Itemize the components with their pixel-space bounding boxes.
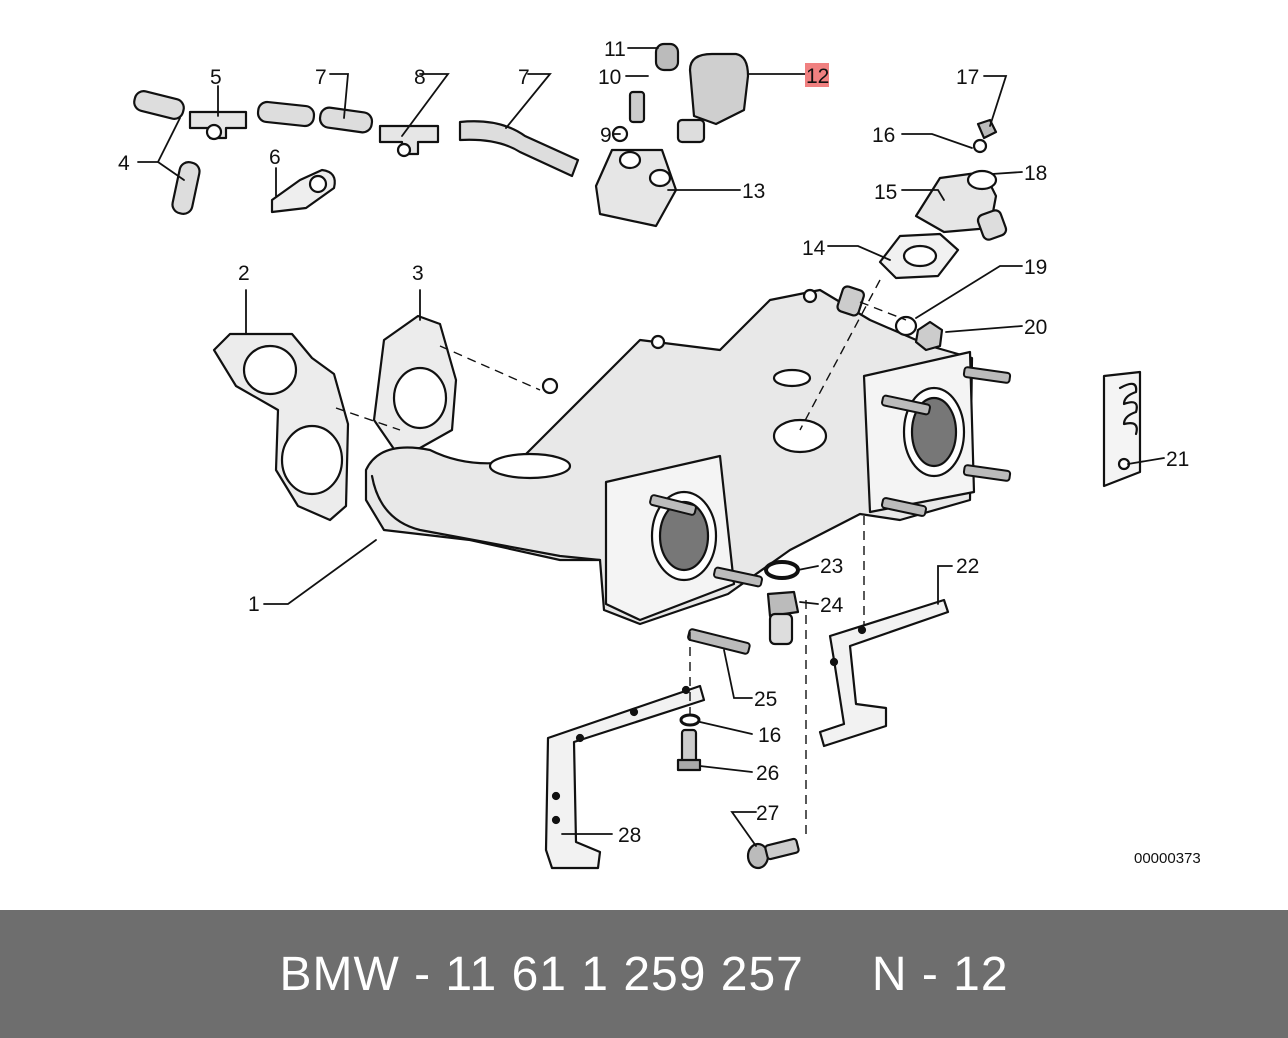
callout-25: 25 [754,688,777,711]
tee-connector-part-5 [188,110,248,141]
bolt-part-27 [746,837,800,870]
hose-part-4 [133,90,201,215]
part-number: BMW - 11 61 1 259 257 [279,947,804,1001]
fitting-part-24 [766,590,800,646]
intake-manifold-part-1 [364,285,976,626]
nut-part-20 [914,320,944,352]
clip-part-21 [1102,370,1142,488]
gasket-part-14 [878,232,960,280]
diagram-canvas: 1 2 3 4 5 6 7 7 8 9 10 11 12 13 14 15 16… [118,38,1201,870]
callout-22: 22 [956,555,979,578]
gasket-part-2 [212,332,350,522]
callout-14: 14 [802,237,826,260]
sensor-housing-part-15 [914,118,1008,241]
callout-11: 11 [604,38,626,61]
callout-13: 13 [742,180,765,203]
callout-20: 20 [1024,316,1047,339]
hose-part-7-right [458,120,580,178]
callout-21: 21 [1166,448,1189,471]
callout-9: 9 [600,124,612,147]
callout-10: 10 [598,66,621,89]
callout-16-lower: 16 [758,724,781,747]
callout-28: 28 [618,824,641,847]
callout-12-highlight [805,63,829,87]
callout-5: 5 [210,66,222,89]
hose-part-7-left [256,100,374,134]
callout-12: 12 [806,65,829,88]
gasket-part-3 [372,314,458,454]
callout-27: 27 [756,802,779,825]
studs-part-25 [649,366,1012,655]
bolt-part-26 [676,728,702,772]
diagram-position: N - 12 [871,947,1009,1001]
bracket-part-28 [544,684,706,870]
callout-19: 19 [1024,256,1047,279]
callout-17: 17 [956,66,979,89]
callout-3: 3 [412,262,424,285]
callout-16-upper: 16 [872,124,895,147]
figure-number: 00000373 [1134,850,1201,867]
callout-4: 4 [118,152,130,175]
seal-ring-part-23 [764,560,800,580]
callout-7-right: 7 [518,66,530,89]
callout-labels: 1 2 3 4 5 6 7 7 8 9 10 11 12 13 14 15 16… [118,38,1189,847]
callout-1: 1 [248,593,260,616]
callout-6: 6 [269,146,281,169]
callout-2: 2 [238,262,250,285]
callout-7-left: 7 [315,66,327,89]
callout-15: 15 [874,181,897,204]
callout-26: 26 [756,762,779,785]
callout-24: 24 [820,594,844,617]
callout-leader-lines [137,47,1165,847]
part-info-footer: BMW - 11 61 1 259 257 N - 12 [0,910,1288,1038]
callout-8: 8 [414,66,426,89]
callout-23: 23 [820,555,843,578]
bracket-part-22 [818,598,950,748]
callout-18: 18 [1024,162,1047,185]
washer-part-19 [894,315,918,337]
valve-assembly-part-13 [594,42,750,228]
washer-part-16-lower [679,713,701,727]
clip-part-6 [270,168,336,214]
tee-connector-part-8 [378,124,440,158]
exploded-parts-diagram: 1 2 3 4 5 6 7 7 8 9 10 11 12 13 14 15 16… [118,38,1201,870]
